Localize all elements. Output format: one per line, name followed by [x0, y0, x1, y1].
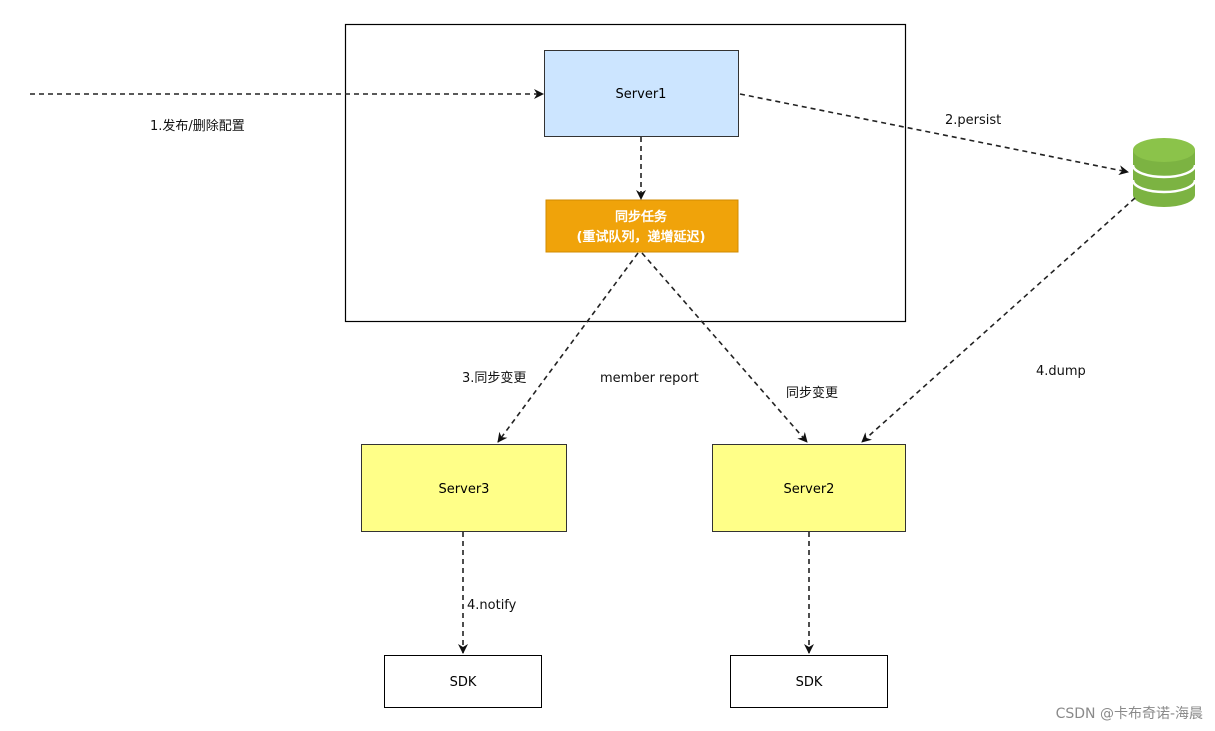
database-icon [1131, 138, 1197, 207]
server1-container [344, 23, 907, 323]
label-dump: 4.dump [1036, 364, 1086, 379]
sdk-left-node: SDK [384, 655, 542, 708]
edge-server1-to-database [739, 93, 1129, 176]
label-member-report: member report [600, 371, 699, 386]
server3-node: Server3 [361, 444, 567, 532]
server2-node: Server2 [712, 444, 906, 532]
server2-label: Server2 [784, 482, 835, 497]
sync-task-node: 同步任务 (重试队列，递增延迟) [545, 199, 739, 253]
server1-label: Server1 [616, 87, 667, 102]
label-persist: 2.persist [945, 113, 1001, 128]
sync-task-title: 同步任务 [615, 209, 668, 225]
sdk-left-label: SDK [450, 675, 477, 690]
sdk-right-label: SDK [796, 675, 823, 690]
edge-task-to-server2 [641, 252, 808, 443]
label-notify: 4.notify [467, 598, 517, 613]
edge-task-to-server3 [497, 252, 639, 443]
edge-database-to-server2 [861, 197, 1136, 443]
watermark: CSDN @卡布奇诺-海晨 [1055, 706, 1203, 722]
label-publish-delete: 1.发布/删除配置 [150, 118, 245, 134]
label-sync-change: 同步变更 [786, 385, 838, 401]
label-sync-change-3: 3.同步变更 [462, 370, 526, 386]
sdk-right-node: SDK [730, 655, 888, 708]
server1-node: Server1 [544, 50, 739, 137]
server3-label: Server3 [439, 482, 490, 497]
sync-task-subtitle: (重试队列，递增延迟) [577, 229, 706, 245]
